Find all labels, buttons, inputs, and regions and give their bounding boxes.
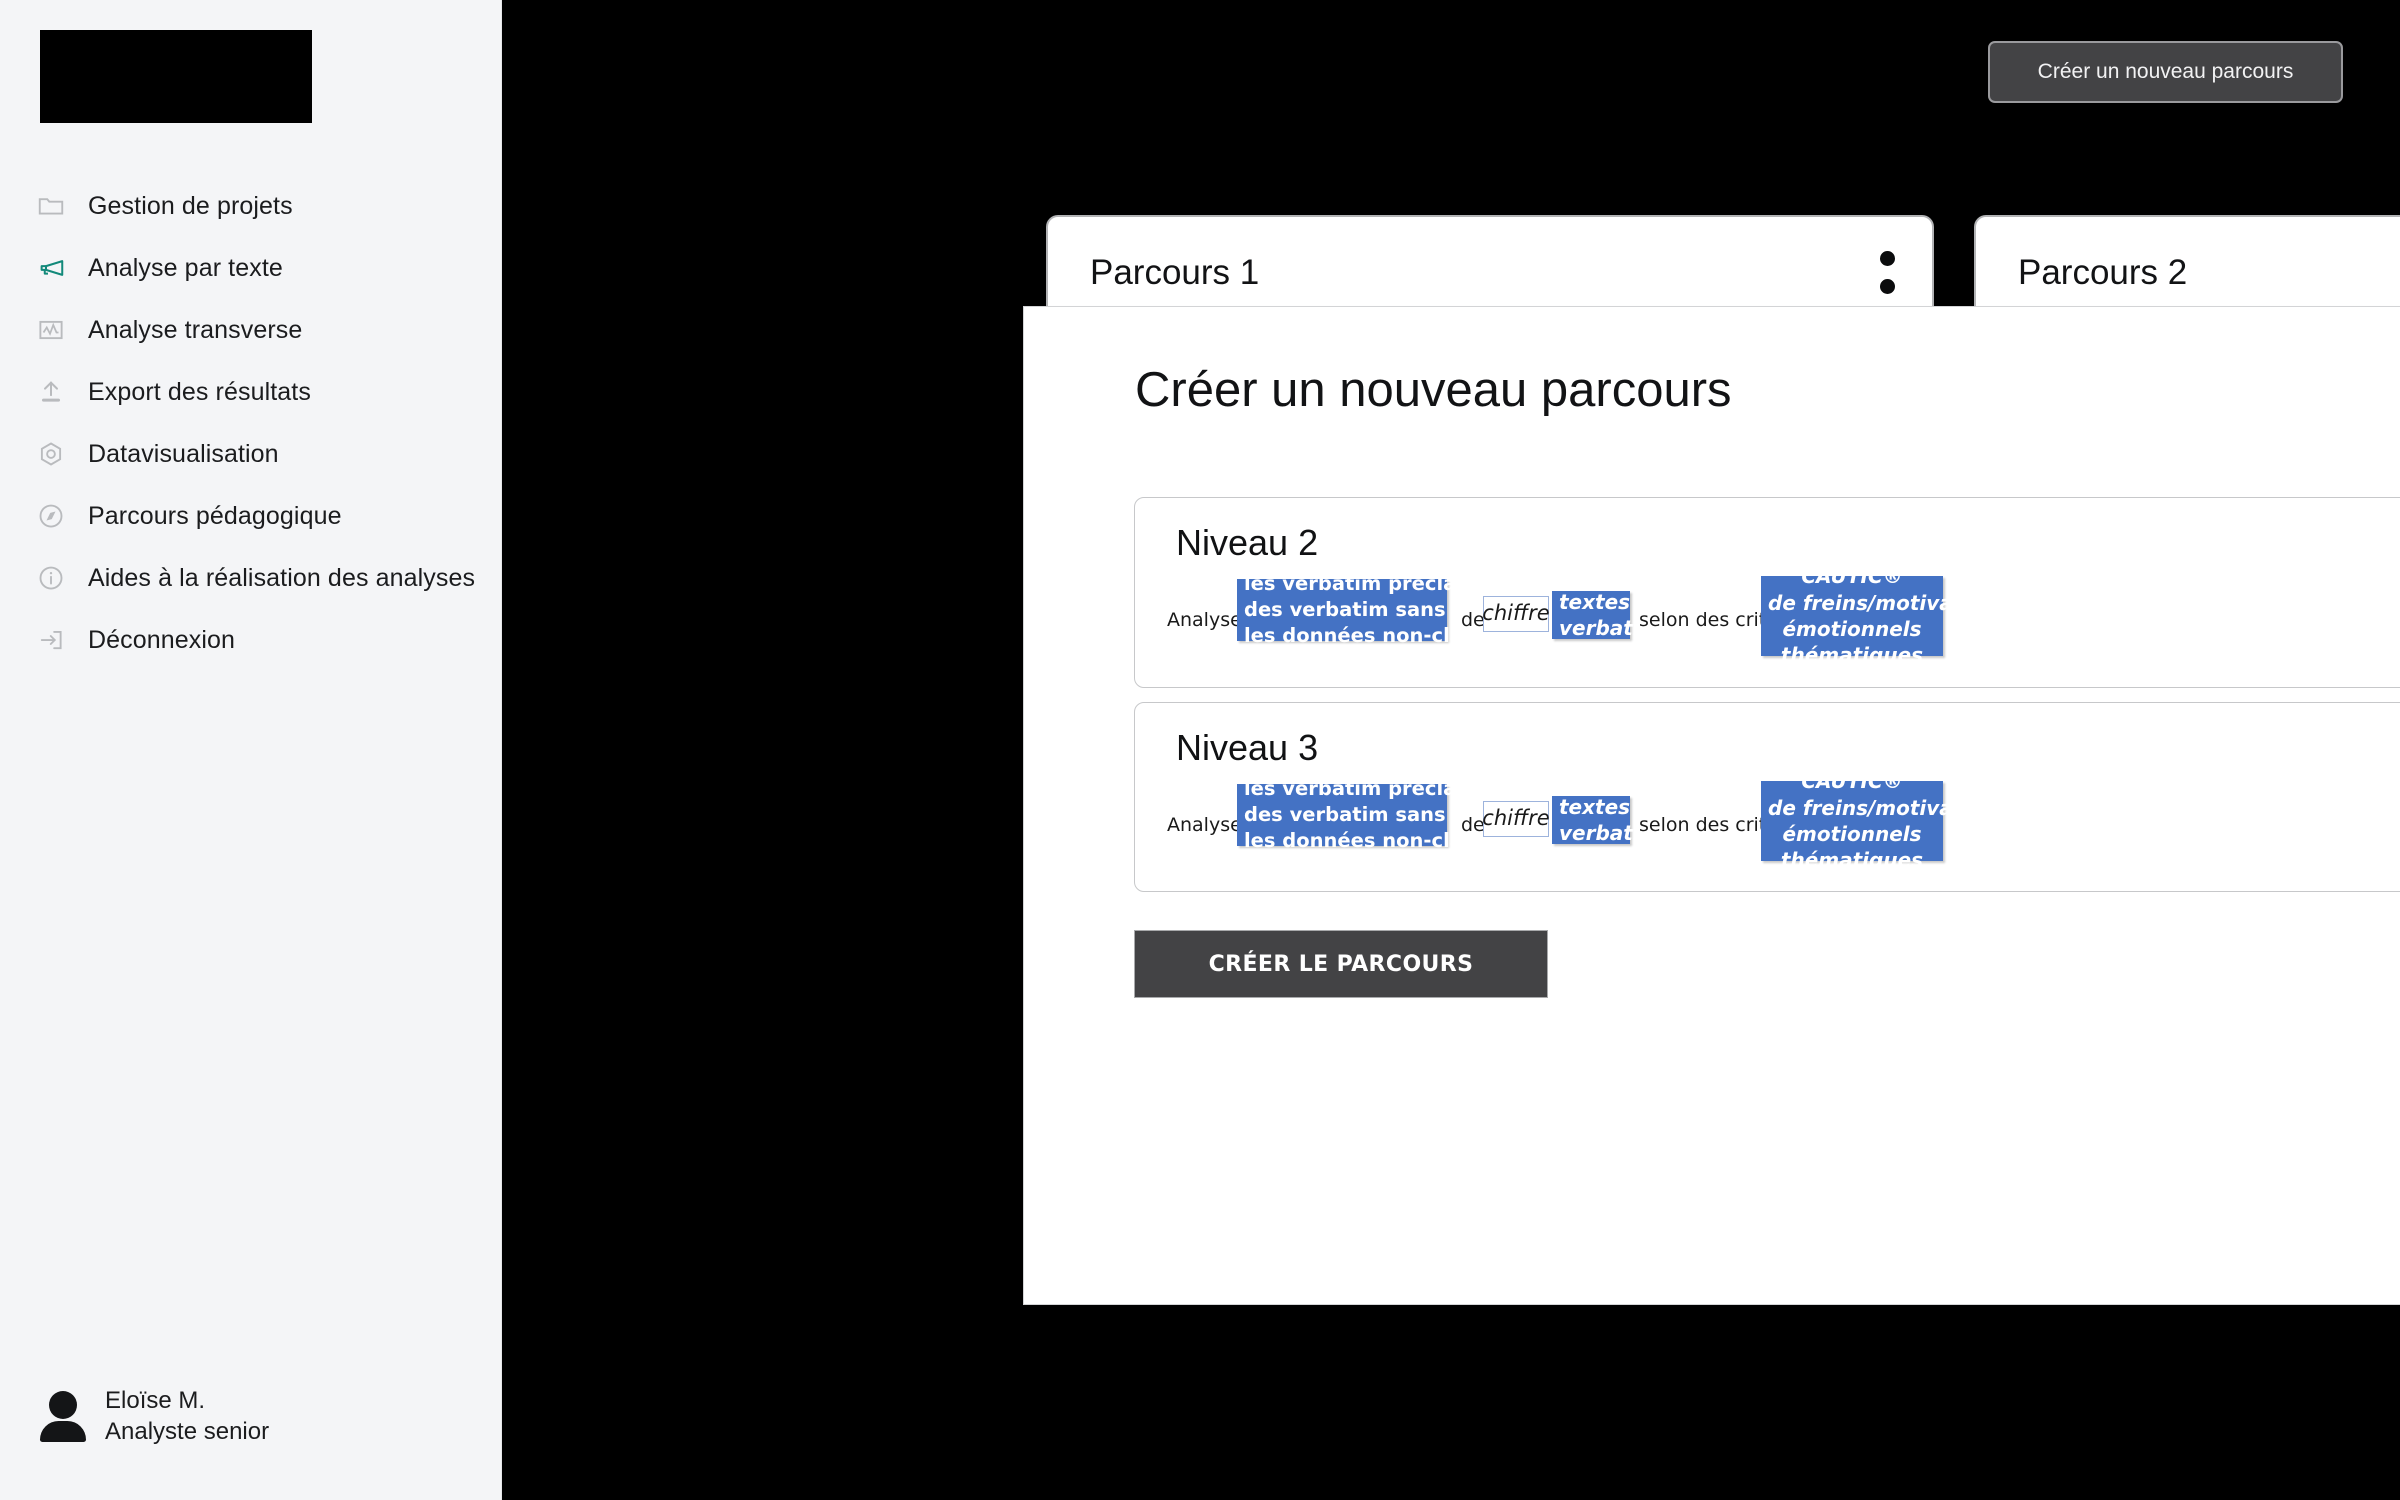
- create-new-parcours-button[interactable]: Créer un nouveau parcours: [1988, 41, 2343, 103]
- chart-box-icon: [34, 313, 68, 347]
- upload-icon: [34, 375, 68, 409]
- diagram-de-label: de: [1461, 814, 1485, 836]
- sidebar: Gestion de projets Analyse par texte Ana…: [0, 0, 502, 1500]
- sidebar-nav: Gestion de projets Analyse par texte Ana…: [0, 175, 502, 671]
- sidebar-item-deconnexion[interactable]: Déconnexion: [0, 609, 502, 671]
- diagram-de-label: de: [1461, 609, 1485, 631]
- compass-icon: [34, 499, 68, 533]
- megaphone-icon: [34, 251, 68, 285]
- diagram-subject-box[interactable]: les verbatim préclassifiées des verbatim…: [1237, 777, 1545, 852]
- info-circle-icon: [34, 561, 68, 595]
- level-diagram: Analyser les verbatim préclassifiées des…: [1135, 769, 2400, 891]
- folder-icon: [34, 189, 68, 223]
- sidebar-item-label: Déconnexion: [88, 625, 236, 654]
- diagram-criteres-box[interactable]: CAUTIC® de freins/motivations émotionnel…: [1761, 564, 2009, 667]
- diagram-criteres-box[interactable]: CAUTIC® de freins/motivations émotionnel…: [1761, 769, 2009, 872]
- card-title: Parcours 1: [1090, 253, 1260, 292]
- main-canvas: Créer un nouveau parcours Parcours 1 Par…: [502, 0, 2400, 1500]
- sidebar-item-label: Aides à la réalisation des analyses: [88, 563, 476, 592]
- modal-title: Créer un nouveau parcours: [1135, 363, 1732, 417]
- sidebar-item-label: Gestion de projets: [88, 191, 293, 220]
- sidebar-item-aides-a-la-realisation[interactable]: Aides à la réalisation des analyses: [0, 547, 502, 609]
- submit-create-parcours-button[interactable]: CRÉER LE PARCOURS: [1134, 930, 1548, 998]
- diagram-chiffre-box[interactable]: chiffre: [1482, 596, 1550, 632]
- level-card-niveau-2[interactable]: Niveau 2 Analyser les verbatim préclassi…: [1134, 497, 2400, 688]
- sidebar-item-analyse-par-texte[interactable]: Analyse par texte: [0, 237, 502, 299]
- diagram-textes-verbatim-box[interactable]: textes verbatim: [1552, 795, 1661, 845]
- diagram-subject-box[interactable]: les verbatim préclassifiées des verbatim…: [1237, 572, 1545, 647]
- sidebar-item-datavisualisation[interactable]: Datavisualisation: [0, 423, 502, 485]
- hexagon-target-icon: [34, 437, 68, 471]
- level-card-niveau-3[interactable]: Niveau 3 Analyser les verbatim préclassi…: [1134, 702, 2400, 892]
- avatar: [40, 1391, 86, 1442]
- user-name: Eloïse M.: [105, 1387, 206, 1414]
- diagram-chiffre-box[interactable]: chiffre: [1482, 801, 1550, 837]
- sidebar-item-label: Parcours pédagogique: [88, 501, 342, 530]
- level-diagram: Analyser les verbatim préclassifiées des…: [1135, 564, 2400, 686]
- user-role: Analyste senior: [105, 1418, 270, 1445]
- logout-icon: [34, 623, 68, 657]
- sidebar-item-label: Analyse transverse: [88, 315, 303, 344]
- sidebar-item-export-des-resultats[interactable]: Export des résultats: [0, 361, 502, 423]
- diagram-textes-verbatim-box[interactable]: textes verbatim: [1552, 590, 1661, 640]
- sidebar-item-label: Datavisualisation: [88, 439, 279, 468]
- sidebar-item-analyse-transverse[interactable]: Analyse transverse: [0, 299, 502, 361]
- level-title: Niveau 3: [1176, 727, 1319, 768]
- user-profile[interactable]: Eloïse M. Analyste senior: [40, 1385, 269, 1447]
- sidebar-item-label: Analyse par texte: [88, 253, 283, 282]
- sidebar-item-gestion-de-projets[interactable]: Gestion de projets: [0, 175, 502, 237]
- card-title: Parcours 2: [2018, 253, 2188, 292]
- diagram-analyser-label: Analyser: [1167, 814, 1250, 836]
- app-logo: [40, 30, 312, 123]
- level-title: Niveau 2: [1176, 522, 1319, 563]
- sidebar-item-parcours-pedagogique[interactable]: Parcours pédagogique: [0, 485, 502, 547]
- diagram-analyser-label: Analyser: [1167, 609, 1250, 631]
- sidebar-item-label: Export des résultats: [88, 377, 311, 406]
- create-parcours-modal: Créer un nouveau parcours Niveau 2 Analy…: [1023, 306, 2400, 1305]
